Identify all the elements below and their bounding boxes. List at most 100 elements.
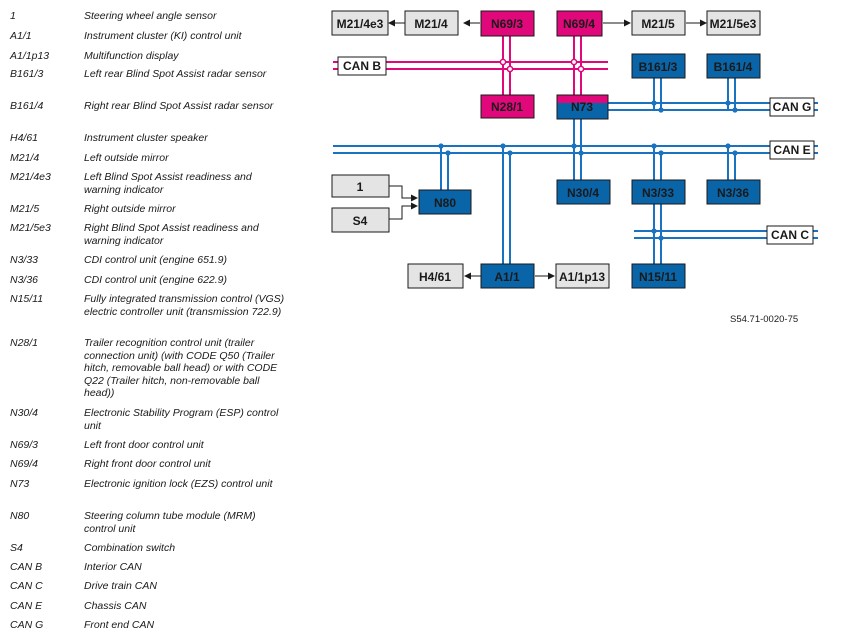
- arrow-sensor-1-to-n80: [389, 185, 418, 202]
- legend-desc: Electronic ignition lock (EZS) control u…: [84, 478, 273, 490]
- can-e-junctions: [438, 143, 738, 156]
- can-g-junctions: [651, 100, 738, 113]
- m21-5e3-label: M21/5e3: [710, 17, 757, 31]
- legend-row: M21/5e3 Right Blind Spot Assist readiness…: [10, 222, 285, 254]
- m21-4-label: M21/4: [414, 17, 448, 31]
- legend-desc: Right front door control unit: [84, 458, 211, 470]
- n28-1-box: N28/1: [480, 94, 535, 119]
- legend-code: A1/1: [10, 30, 32, 42]
- can-c-junctions: [651, 228, 664, 241]
- legend-code: B161/3: [10, 68, 44, 80]
- legend-desc: Instrument cluster (KI) control unit: [84, 30, 242, 42]
- can-b-label: CAN B: [337, 56, 387, 76]
- n69-3-label: N69/3: [491, 17, 523, 31]
- m21-5-box: M21/5: [631, 10, 686, 36]
- legend-code: N73: [10, 478, 30, 490]
- arrow-s4-to-n80: [389, 202, 418, 220]
- can-e-label-text: CAN E: [773, 143, 810, 157]
- legend-desc: Interior CAN: [84, 561, 142, 573]
- legend-desc: Front end CAN: [84, 619, 155, 631]
- legend-desc: Left outside mirror: [84, 152, 169, 164]
- n3-33-label: N3/33: [642, 186, 674, 200]
- n80-label: N80: [434, 196, 456, 210]
- legend-desc: Combination switch: [84, 542, 176, 554]
- legend-code: CAN C: [10, 580, 43, 592]
- legend-row: S4 Combination switch: [10, 542, 285, 561]
- h4-61-box: H4/61: [407, 263, 464, 289]
- legend-code: CAN B: [10, 561, 43, 573]
- legend-desc: Left front door control unit: [84, 439, 204, 451]
- legend-code: M21/4e3: [10, 171, 51, 183]
- legend-code: N69/4: [10, 458, 39, 470]
- legend-code: CAN E: [10, 600, 43, 612]
- can-b-drops: [502, 36, 582, 95]
- legend-row: CAN E Chassis CAN: [10, 600, 285, 619]
- legend-desc: Trailer recognition control unit (traile…: [84, 337, 278, 399]
- legend-row: B161/3 Left rear Blind Spot Assist radar …: [10, 68, 285, 100]
- legend-row: A1/1 Instrument cluster (KI) control unit: [10, 30, 285, 50]
- n69-4-label: N69/4: [563, 17, 595, 31]
- legend-desc: Right outside mirror: [84, 203, 176, 215]
- legend-desc: CDI control unit (engine 651.9): [84, 254, 227, 266]
- legend-desc: Multifunction display: [84, 50, 179, 62]
- s4-box: S4: [331, 207, 390, 233]
- legend-code: M21/5: [10, 203, 40, 215]
- s4-label: S4: [353, 214, 368, 228]
- legend-row: N69/4 Right front door control unit: [10, 458, 285, 478]
- sensor-1-box: 1: [331, 174, 390, 198]
- legend-code: B161/4: [10, 100, 44, 112]
- n3-36-box: N3/36: [706, 179, 761, 205]
- m21-4-box: M21/4: [404, 10, 459, 36]
- legend-code: M21/4: [10, 152, 40, 164]
- n80-box: N80: [418, 189, 472, 215]
- legend-desc: Left rear Blind Spot Assist radar sensor: [84, 68, 267, 80]
- a1-1-box: A1/1: [480, 263, 535, 289]
- legend-desc: Steering column tube module (MRM) contro…: [84, 510, 256, 535]
- can-c-label-text: CAN C: [771, 228, 809, 242]
- reference-number: S54.71-0020-75: [730, 314, 799, 325]
- legend-code: N15/11: [10, 293, 44, 305]
- legend-code: M21/5e3: [10, 222, 51, 234]
- legend-row: N73 Electronic ignition lock (EZS) contro…: [10, 478, 285, 510]
- b161-3-label: B161/3: [639, 60, 678, 74]
- h4-61-label: H4/61: [419, 270, 451, 284]
- legend-desc: Electronic Stability Program (ESP) contr…: [84, 407, 279, 432]
- n73-label: N73: [571, 100, 593, 114]
- legend-desc: Right rear Blind Spot Assist radar senso…: [84, 100, 274, 112]
- connector-arrows: [388, 19, 707, 280]
- legend-code: N30/4: [10, 407, 39, 419]
- n30-4-label: N30/4: [567, 186, 599, 200]
- legend-row: M21/4 Left outside mirror: [10, 152, 285, 171]
- n3-36-label: N3/36: [717, 186, 749, 200]
- legend-desc: Fully integrated transmission control (V…: [84, 293, 285, 318]
- legend-code: S4: [10, 542, 23, 554]
- legend-desc: Right Blind Spot Assist readiness and wa…: [84, 222, 259, 247]
- can-g-label: CAN G: [769, 97, 815, 117]
- b161-3-box: B161/3: [631, 53, 686, 79]
- legend-desc: Chassis CAN: [84, 600, 147, 612]
- legend-code: A1/1p13: [10, 50, 50, 62]
- can-c-drops: [653, 204, 662, 264]
- legend-row: N15/11 Fully integrated transmission cont…: [10, 293, 285, 337]
- m21-5e3-box: M21/5e3: [706, 10, 761, 36]
- b161-4-label: B161/4: [714, 60, 753, 74]
- sensor-1-label: 1: [357, 180, 364, 194]
- n69-3-box: N69/3: [480, 10, 535, 37]
- can-g-label-text: CAN G: [773, 100, 812, 114]
- m21-4e3-label: M21/4e3: [337, 17, 384, 31]
- legend-row: M21/5 Right outside mirror: [10, 203, 285, 222]
- legend-code: N3/36: [10, 274, 39, 286]
- can-b-label-text: CAN B: [343, 59, 381, 73]
- legend-desc: Instrument cluster speaker: [84, 132, 208, 144]
- a1-1p13-box: A1/1p13: [555, 263, 610, 289]
- can-b-junctions: [499, 58, 585, 73]
